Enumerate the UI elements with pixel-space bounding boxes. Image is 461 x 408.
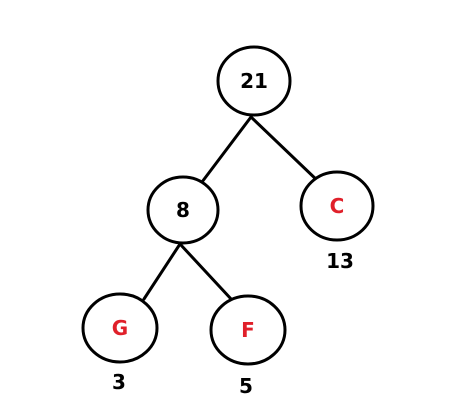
node-g-circle (81, 292, 159, 364)
node-f-label: F (241, 318, 255, 342)
node-f: F 5 (209, 294, 287, 398)
node-c-weight: 13 (326, 249, 354, 273)
node-c-label: C (330, 194, 345, 218)
edge-root-to-8 (200, 115, 253, 184)
node-root: 21 (216, 45, 292, 117)
node-8-label: 8 (176, 198, 190, 222)
node-8: 8 (146, 175, 220, 245)
node-c: C 13 (299, 170, 375, 273)
edge-root-to-c (249, 115, 322, 185)
node-g-weight: 3 (112, 370, 126, 394)
edge-8-to-g (142, 242, 182, 301)
node-f-weight: 5 (239, 374, 253, 398)
node-root-circle (216, 45, 292, 117)
edge-8-to-f (178, 242, 234, 302)
node-g: G 3 (81, 292, 159, 394)
node-root-label: 21 (240, 69, 268, 93)
node-8-circle (146, 175, 220, 245)
node-c-circle (299, 170, 375, 242)
node-f-circle (209, 294, 287, 366)
node-g-label: G (112, 316, 128, 340)
